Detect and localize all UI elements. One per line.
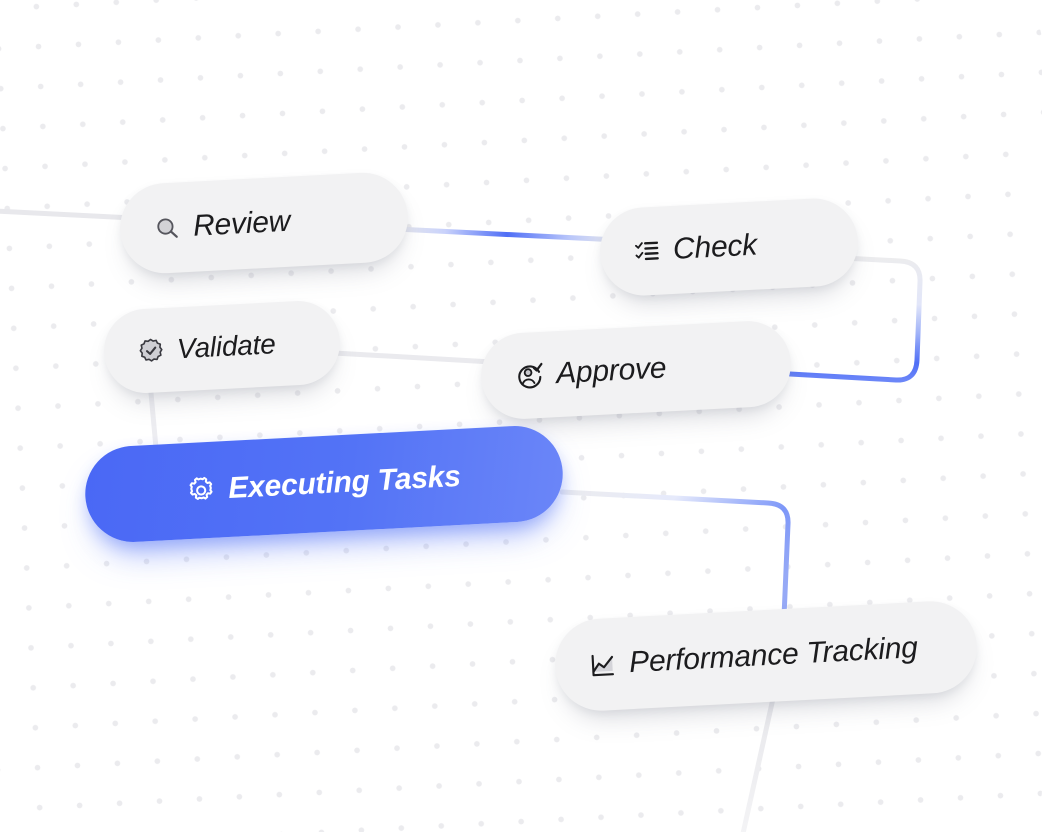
node-check-label: Check <box>672 228 758 266</box>
node-approve-label: Approve <box>555 351 668 391</box>
node-performance-tracking[interactable]: Performance Tracking <box>552 599 980 713</box>
node-review[interactable]: Review <box>117 170 411 276</box>
node-approve[interactable]: Approve <box>478 318 794 422</box>
node-review-label: Review <box>192 204 291 243</box>
node-check[interactable]: Check <box>597 196 861 298</box>
node-validate-label: Validate <box>176 328 277 365</box>
gear-icon <box>187 476 216 505</box>
node-validate[interactable]: Validate <box>101 298 343 396</box>
user-check-icon <box>514 361 543 390</box>
search-icon <box>153 214 180 241</box>
line-chart-icon <box>589 650 617 678</box>
checklist-icon <box>633 238 660 265</box>
node-executing-tasks[interactable]: Executing Tasks <box>82 423 566 545</box>
node-performance-tracking-label: Performance Tracking <box>628 631 919 680</box>
verified-badge-icon <box>137 337 164 364</box>
node-executing-tasks-label: Executing Tasks <box>227 459 462 505</box>
